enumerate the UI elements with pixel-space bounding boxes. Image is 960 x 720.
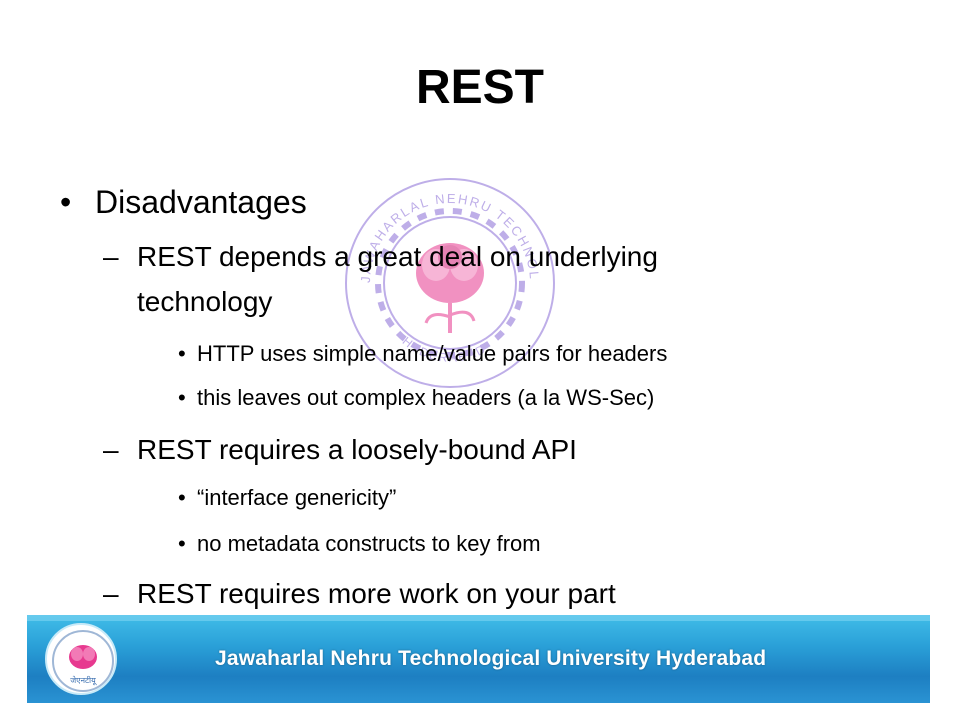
bullet-http-name-value: HTTP uses simple name/value pairs for he… <box>197 341 668 366</box>
university-emblem-watermark: JAWAHARLAL NEHRU TECHNOLOGICAL UNIVERSIT… <box>340 165 555 388</box>
bullet-marker-level2: – <box>103 434 119 465</box>
bullet-disadvantages: Disadvantages <box>95 184 307 220</box>
bullet-marker-level1: • <box>60 184 72 220</box>
bullet-no-metadata: no metadata constructs to key from <box>197 531 541 556</box>
bullet-loosely-bound-api: REST requires a loosely-bound API <box>137 434 577 465</box>
emblem-inner-ring <box>383 216 517 350</box>
rose-logo-icon: जेएनटीयू <box>52 630 114 692</box>
bullet-marker-level3: • <box>178 531 186 556</box>
university-logo: जेएनटीयू <box>45 623 117 695</box>
bullet-interface-genericity: “interface genericity” <box>197 485 397 510</box>
university-footer-banner: जेएनटीयू Jawaharlal Nehru Technological … <box>27 615 930 703</box>
bullet-list: • Disadvantages – REST depends a great d… <box>60 184 668 609</box>
bullet-underlying-technology-cont: technology <box>137 286 273 317</box>
footer-university-name: Jawaharlal Nehru Technological Universit… <box>215 647 767 670</box>
bullet-marker-level3: • <box>178 485 186 510</box>
bullet-underlying-technology: REST depends a great deal on underlying <box>137 241 658 272</box>
logo-caption: जेएनटीयू <box>70 675 98 686</box>
bullet-more-work: REST requires more work on your part <box>137 578 616 609</box>
bullet-marker-level3: • <box>178 385 186 410</box>
bullet-marker-level2: – <box>103 241 119 272</box>
bullet-marker-level3: • <box>178 341 186 366</box>
gear-icon <box>375 208 525 358</box>
bullet-marker-level2: – <box>103 578 119 609</box>
emblem-outer-ring <box>345 178 555 388</box>
bullet-complex-headers: this leaves out complex headers (a la WS… <box>197 385 655 410</box>
rose-icon <box>416 243 484 333</box>
slide-title: REST <box>415 61 544 114</box>
